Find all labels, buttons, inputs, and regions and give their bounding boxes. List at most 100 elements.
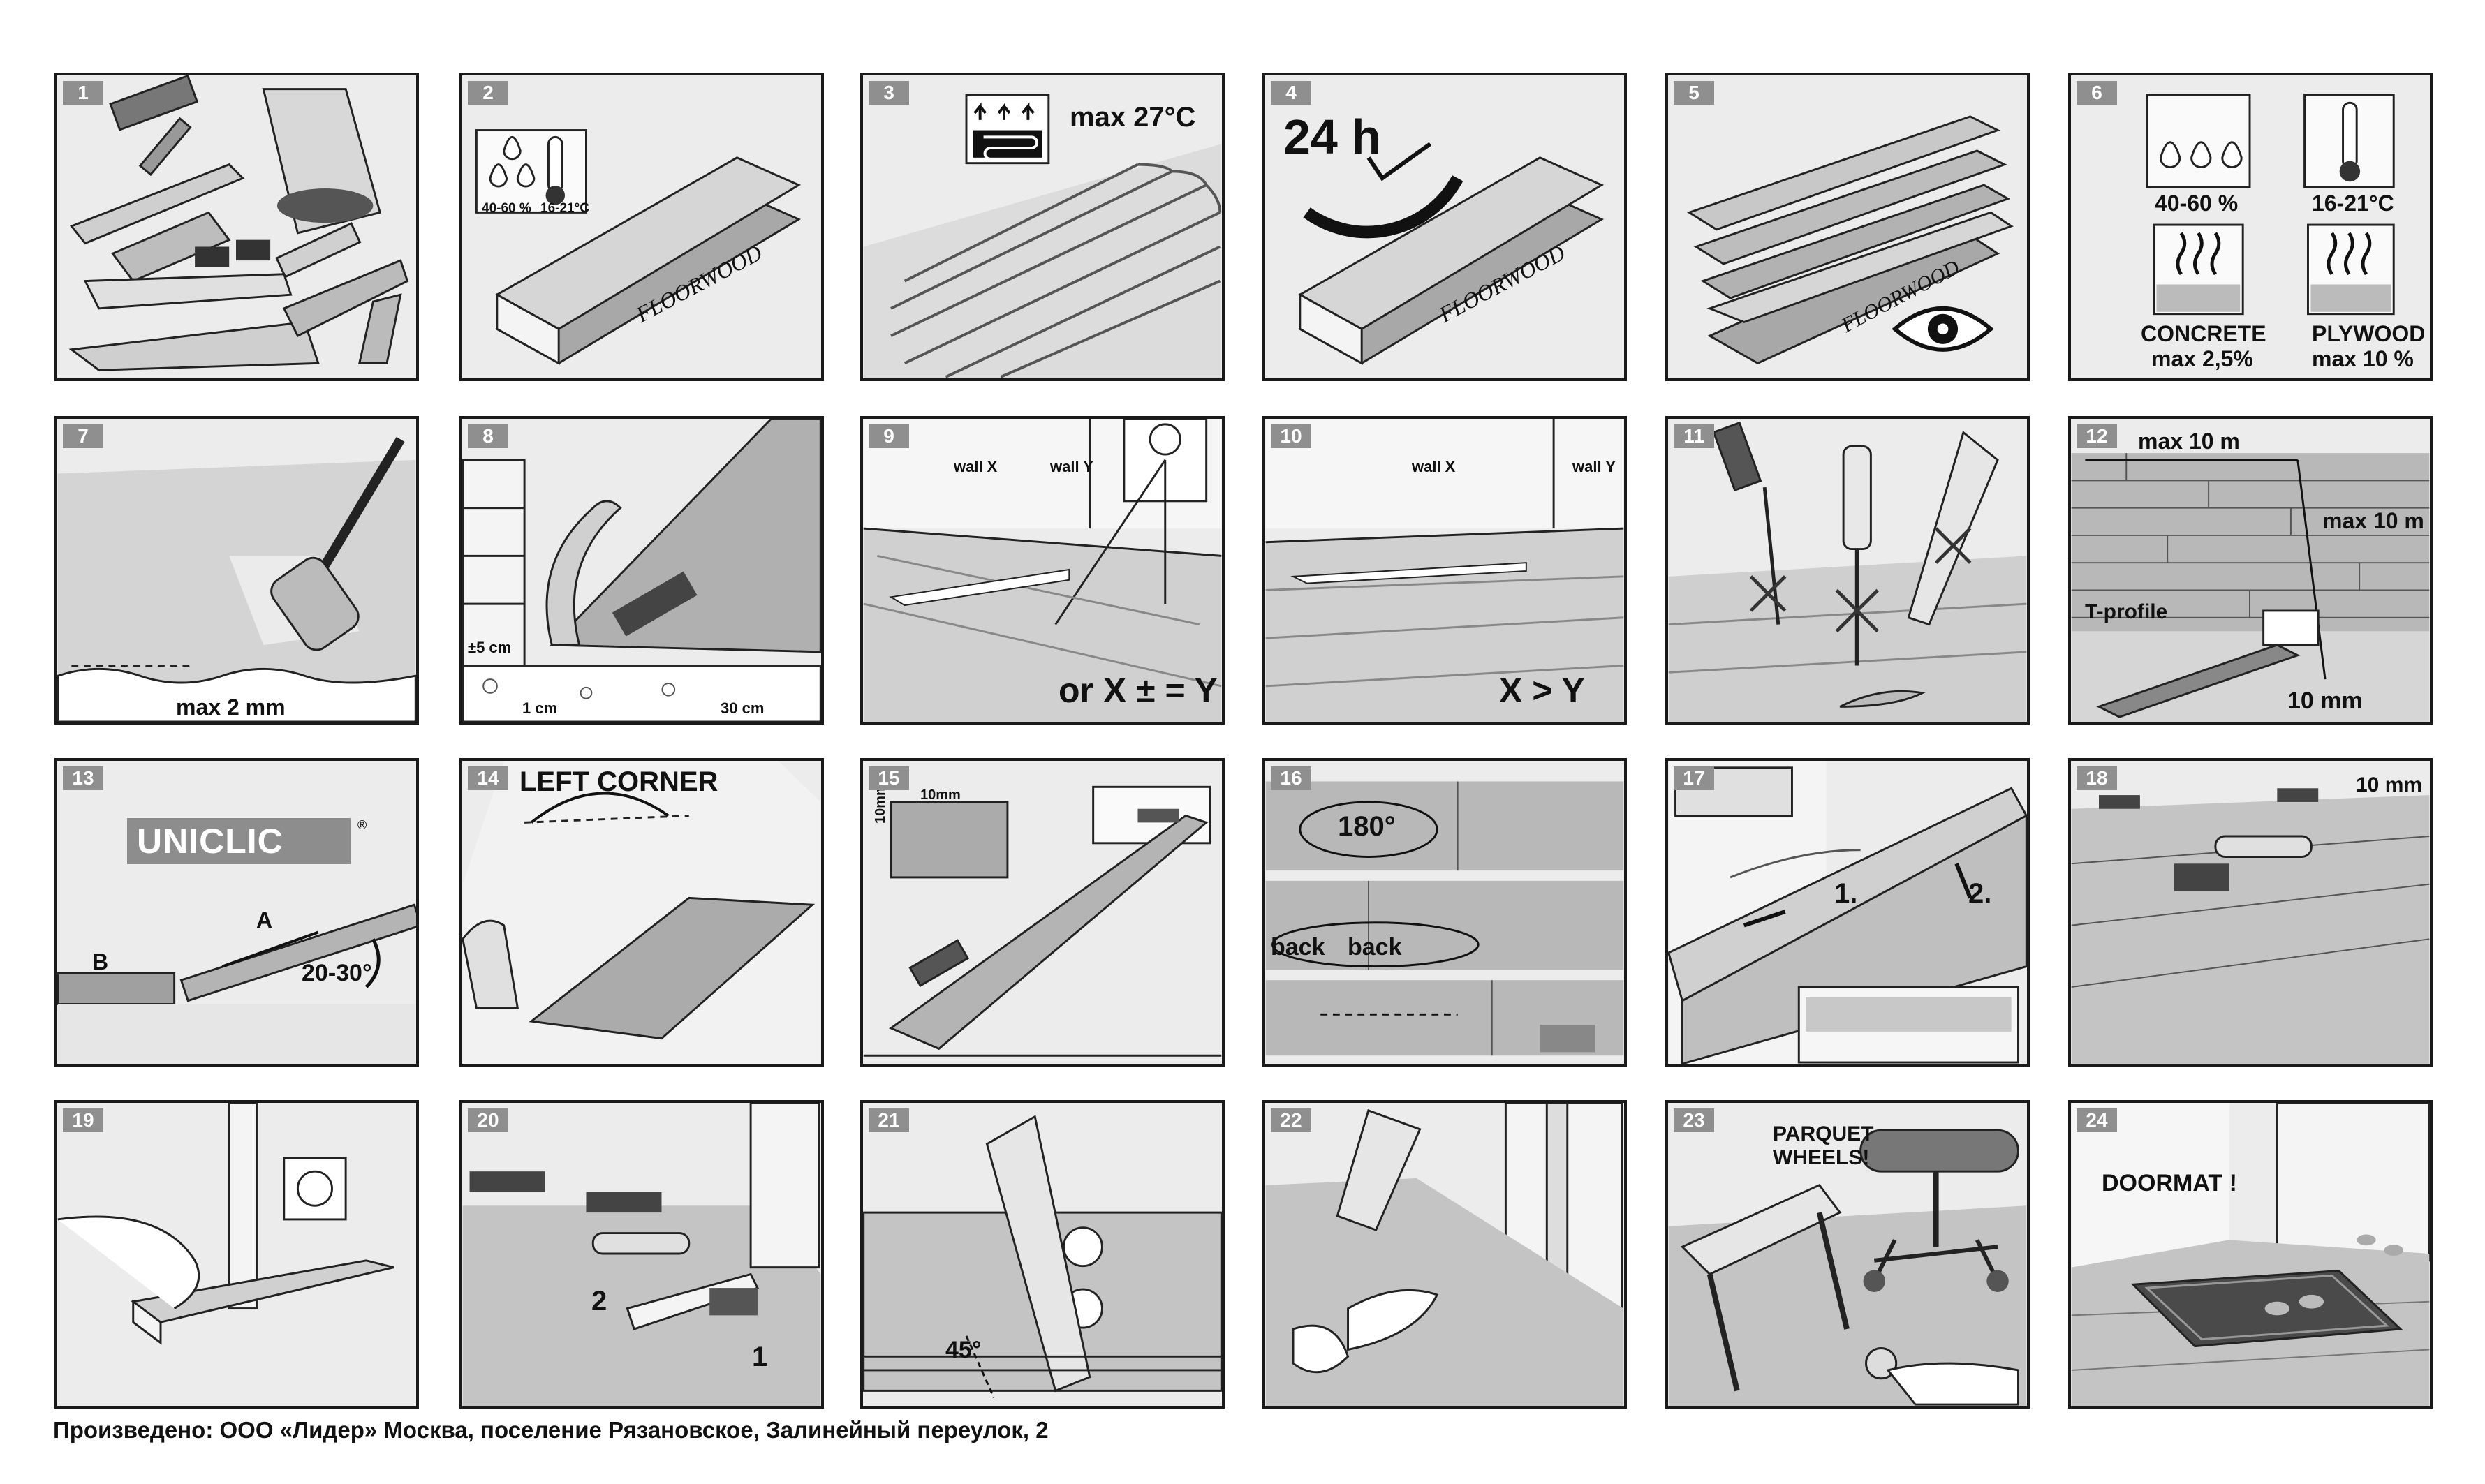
label-a: A <box>256 907 273 933</box>
panel-number: 14 <box>468 766 508 790</box>
step-1-label: 1. <box>1834 878 1858 909</box>
panel-number: 2 <box>468 81 508 105</box>
wait-24h-illustration <box>1297 142 1605 365</box>
inspect-boards-illustration <box>1686 115 2014 365</box>
wall-y-label: wall Y <box>1572 458 1616 475</box>
instruction-panel-16: 16 180° back back <box>1262 758 1627 1067</box>
instruction-panel-3: 3 max 27°C <box>860 73 1225 381</box>
distance-label: 30 cm <box>721 699 765 717</box>
conditions-illustration <box>2146 94 2395 316</box>
t-profile-label: T-profile <box>2085 600 2168 623</box>
panel-number: 17 <box>1674 766 1714 790</box>
uniclic-joint-illustration <box>57 903 416 1064</box>
instruction-panel-10: 10 wall X wall Y X > Y <box>1262 416 1627 725</box>
panel-number: 23 <box>1674 1108 1714 1132</box>
underfloor-heating-illustration <box>863 94 1222 378</box>
back-label-1: back <box>1271 934 1325 960</box>
panel-number: 18 <box>2077 766 2117 790</box>
pull-bar-illustration <box>462 1103 821 1406</box>
underlay-illustration <box>462 419 821 722</box>
instruction-panel-9: 9 wall X wall Y or X ± = Y <box>860 416 1225 725</box>
gap-horizontal-label: 10mm <box>920 787 961 803</box>
panel-number: 8 <box>468 424 508 448</box>
instruction-panel-13: 13 UNICLIC ® A B 20-30° <box>54 758 419 1067</box>
sealant-illustration <box>1265 1103 1624 1406</box>
max-temp-label: max 27°C <box>1070 102 1196 133</box>
instruction-panel-23: 23 PARQUET WHEELS! <box>1665 1100 2030 1409</box>
no-nails-screws-glue-illustration <box>1668 421 2027 722</box>
panel-number: 20 <box>468 1108 508 1132</box>
wall-x-label: wall X <box>1412 458 1456 475</box>
door-frame-illustration <box>57 1103 394 1345</box>
instruction-panel-11: 11 <box>1665 416 2030 725</box>
instruction-panel-20: 20 1 2 <box>459 1100 824 1409</box>
orientation-wall-illustration <box>1265 419 1624 722</box>
instruction-panel-14: 14 LEFT CORNER <box>459 758 824 1067</box>
spacers-first-row-illustration <box>863 785 1222 1057</box>
concrete-label: CONCRETE <box>2141 321 2266 346</box>
rule-label: or X ± = Y <box>1059 671 1218 710</box>
panel-number: 19 <box>63 1108 103 1132</box>
angle-label: 45° <box>945 1337 982 1363</box>
parquet-wheels-label: PARQUET WHEELS! <box>1773 1122 1874 1169</box>
concrete-max-label: max 2,5% <box>2151 346 2253 371</box>
temperature-label: 16-21°C <box>540 201 589 216</box>
panel-number: 6 <box>2077 81 2117 105</box>
plywood-max-label: max 10 % <box>2312 346 2414 371</box>
instruction-panel-2: 2 40-60 % 16-21°C FLOORWOOD <box>459 73 824 381</box>
row-rotation-illustration <box>1265 781 1624 1056</box>
height-label: ±5 cm <box>468 639 512 656</box>
instruction-panel-12: 12 max 10 m max 10 m T-profile 10 mm <box>2068 416 2433 725</box>
instruction-panel-4: 4 24 h FLOORWOOD <box>1262 73 1627 381</box>
instruction-panel-19: 19 <box>54 1100 419 1409</box>
uniclic-logo: UNICLIC <box>127 818 351 864</box>
orientation-light-illustration <box>863 419 1222 722</box>
box-acclimatize-illustration <box>475 129 802 365</box>
panel-number: 22 <box>1271 1108 1311 1132</box>
panel-number: 4 <box>1271 81 1311 105</box>
instruction-panel-24: 24 DOORMAT ! <box>2068 1100 2433 1409</box>
instruction-panel-7: 7 max 2 mm <box>54 416 419 725</box>
tapping-block-illustration <box>2071 788 2430 1064</box>
panel-number: 5 <box>1674 81 1714 105</box>
instruction-panel-8: 8 ±5 cm 1 cm 30 cm <box>459 416 824 725</box>
instruction-panel-18: 18 10 mm <box>2068 758 2433 1067</box>
instruction-panel-21: 21 45° <box>860 1100 1225 1409</box>
tools-illustration <box>68 75 409 371</box>
max-gap-label: max 2 mm <box>176 695 286 720</box>
instruction-panel-22: 22 <box>1262 1100 1627 1409</box>
panel-number: 16 <box>1271 766 1311 790</box>
panel-number: 10 <box>1271 424 1311 448</box>
instruction-panel-17: 17 1. 2. <box>1665 758 2030 1067</box>
step-1-label: 1 <box>752 1342 768 1372</box>
angle-label: 20-30° <box>302 960 372 986</box>
label-b: B <box>92 949 109 974</box>
gap-label: 10 mm <box>2356 773 2423 796</box>
panel-number: 9 <box>869 424 909 448</box>
doormat-label: DOORMAT ! <box>2102 1170 2237 1196</box>
expansion-t-profile-illustration <box>2071 453 2430 722</box>
plywood-label: PLYWOOD <box>2312 321 2426 346</box>
manufacturer-footer: Произведено: ООО «Лидер» Москва, поселен… <box>53 1417 1049 1443</box>
left-corner-illustration <box>462 761 821 1064</box>
step-2-label: 2 <box>591 1286 607 1316</box>
vacuum-illustration <box>57 436 416 722</box>
wall-x-label: wall X <box>954 458 998 475</box>
step-2-label: 2. <box>1968 878 1992 909</box>
gap-label: 1 cm <box>522 699 558 717</box>
humidity-label: 40-60 % <box>2155 191 2239 216</box>
rotation-label: 180° <box>1338 811 1396 842</box>
panel-number: 12 <box>2077 424 2117 448</box>
panel-number: 21 <box>869 1108 909 1132</box>
time-label: 24 h <box>1283 110 1382 164</box>
click-install-illustration <box>1668 761 2027 1064</box>
gap-label: 10 mm <box>2287 688 2363 714</box>
panel-number: 1 <box>63 81 103 105</box>
felt-pads-illustration <box>1668 1129 2027 1406</box>
instruction-panel-5: 5 FLOORWOOD <box>1665 73 2030 381</box>
humidity-label: 40-60 % <box>482 201 531 216</box>
panel-number: 13 <box>63 766 103 790</box>
instruction-panel-6: 6 40-60 % 16-21°C CONCRETE max 2,5% PLYW… <box>2068 73 2433 381</box>
back-label-2: back <box>1348 934 1402 960</box>
panel-number: 24 <box>2077 1108 2117 1132</box>
